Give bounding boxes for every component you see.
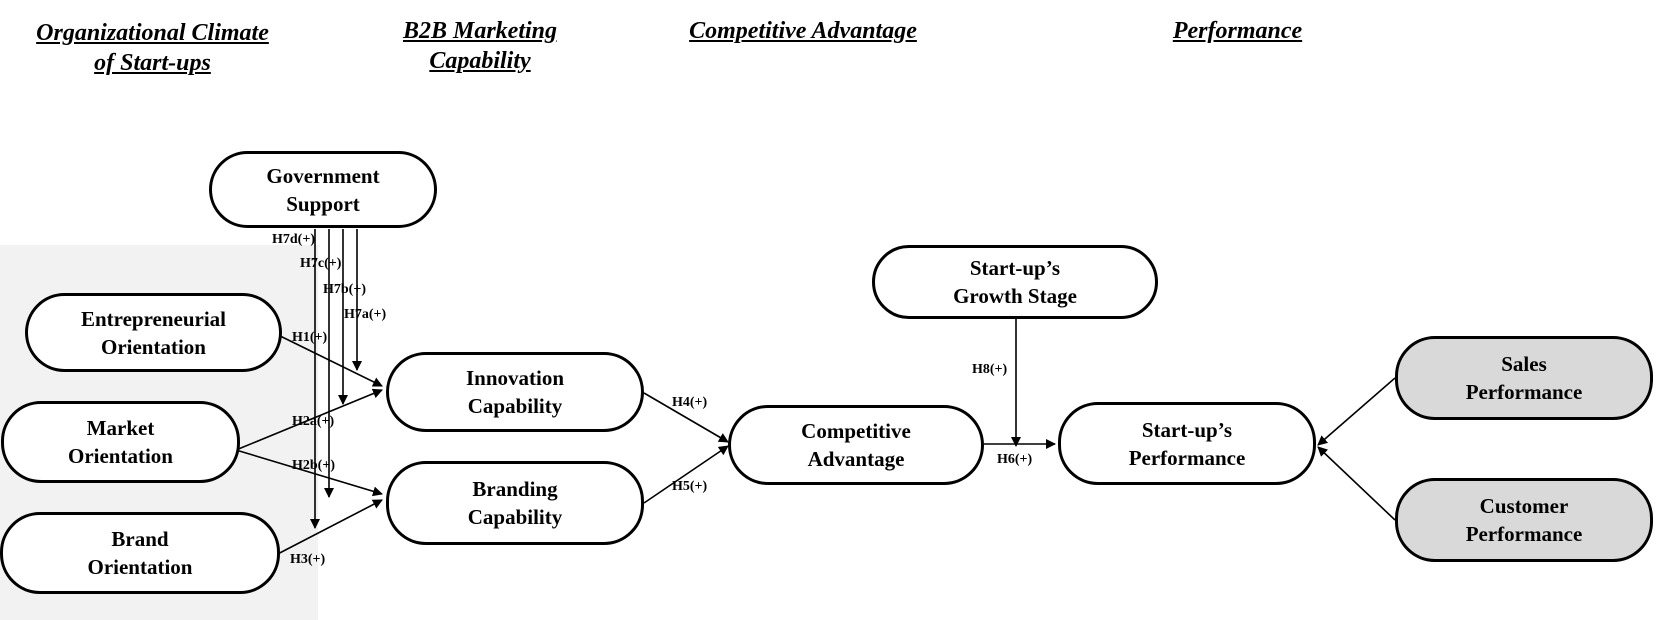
node-label: Branding — [472, 477, 558, 501]
label-h5: H5(+) — [672, 479, 708, 494]
arrow-h2a — [235, 388, 383, 451]
arrow-customer-to-performance — [1317, 446, 1396, 521]
header-line: of Start-ups — [94, 50, 211, 76]
node-label: Advantage — [807, 447, 905, 471]
node-label: Competitive — [801, 419, 911, 443]
node-customer-performance: Customer Performance — [1395, 478, 1653, 562]
header-line: B2B Marketing — [402, 18, 558, 44]
node-label: Brand — [111, 527, 169, 551]
node-label: Capability — [467, 394, 563, 418]
label-h3: H3(+) — [290, 552, 326, 567]
node-label: Government — [266, 163, 380, 188]
node-government-support: Government Support — [209, 151, 437, 228]
node-startup-performance: Start-up’s Performance — [1058, 402, 1316, 485]
node-market-orientation: Market Orientation — [1, 401, 240, 483]
label-h7b: H7b(+) — [323, 282, 366, 297]
node-label: Orientation — [68, 444, 173, 468]
node-label: Market — [86, 416, 155, 440]
node-label: Orientation — [87, 555, 193, 579]
node-label: Entrepreneurial — [80, 306, 227, 331]
arrow-sales-to-performance — [1317, 377, 1396, 446]
label-h8: H8(+) — [972, 362, 1008, 377]
node-competitive-advantage: Competitive Advantage — [728, 405, 984, 485]
node-entrepreneurial-orientation: Entrepreneurial Orientation — [25, 293, 282, 372]
header-line: Organizational Climate — [36, 20, 269, 46]
arrow-h5 — [643, 445, 729, 504]
header-line: Capability — [429, 48, 531, 74]
arrow-h4 — [643, 392, 729, 443]
node-innovation-capability: Innovation Capability — [386, 352, 644, 432]
node-label: Capability — [467, 505, 563, 529]
node-brand-orientation: Brand Orientation — [0, 512, 280, 594]
label-h7d: H7d(+) — [272, 232, 315, 247]
header-performance: Performance — [1160, 16, 1315, 46]
header-organizational-climate: Organizational Climate of Start-ups — [15, 18, 290, 78]
node-label: Orientation — [101, 334, 206, 359]
node-label: Performance — [1465, 380, 1583, 404]
node-label: Start-up’s — [969, 256, 1061, 280]
node-branding-capability: Branding Capability — [386, 461, 644, 545]
node-growth-stage: Start-up’s Growth Stage — [872, 245, 1158, 319]
node-label: Performance — [1465, 522, 1583, 546]
label-h4: H4(+) — [672, 395, 708, 410]
header-competitive-advantage: Competitive Advantage — [668, 16, 938, 46]
arrow-h1 — [271, 331, 383, 387]
node-label: Sales — [1501, 352, 1547, 376]
node-label: Customer — [1479, 494, 1569, 518]
node-label: Growth Stage — [953, 284, 1077, 308]
header-line: Performance — [1172, 18, 1303, 44]
node-label: Support — [286, 191, 360, 216]
label-h1: H1(+) — [292, 330, 328, 345]
node-label: Start-up’s — [1141, 417, 1233, 442]
header-b2b-marketing-capability: B2B Marketing Capability — [385, 16, 575, 76]
label-h6: H6(+) — [997, 452, 1033, 467]
label-h7a: H7a(+) — [344, 307, 387, 322]
label-h7c: H7c(+) — [300, 256, 342, 271]
node-sales-performance: Sales Performance — [1395, 336, 1653, 420]
node-label: Innovation — [465, 366, 565, 390]
label-h2a: H2a(+) — [292, 414, 335, 429]
node-label: Performance — [1128, 445, 1246, 470]
arrow-h3 — [269, 499, 383, 559]
header-line: Competitive Advantage — [689, 18, 917, 44]
label-h2b: H2b(+) — [292, 458, 335, 473]
arrow-h2b — [235, 449, 383, 497]
